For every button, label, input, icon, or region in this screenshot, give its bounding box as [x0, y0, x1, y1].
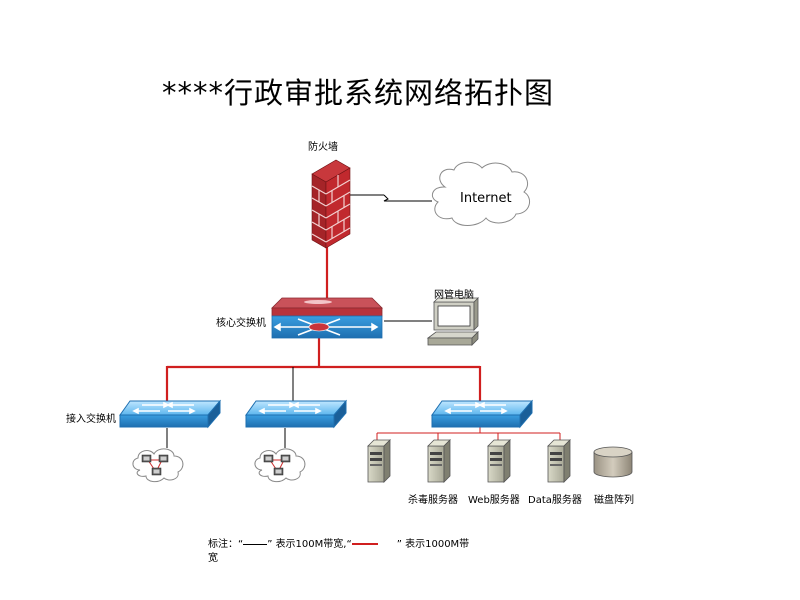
access-switch-icon — [245, 400, 347, 428]
server-switch-icon — [431, 400, 533, 428]
legend-100m-line-sample — [243, 544, 268, 545]
disk-array-icon — [593, 446, 633, 478]
legend-quote-open: “ — [346, 539, 352, 550]
diagram-title: ****行政审批系统网络拓扑图 — [162, 76, 555, 110]
management-pc-icon — [426, 297, 479, 346]
gigabit-links — [165, 246, 482, 402]
data-server-label: Data服务器 — [528, 495, 582, 506]
legend: 标注：“” 表示100M带宽,“ ” 表示1000M带 宽 — [208, 538, 488, 566]
legend-1000m-line-sample — [351, 543, 378, 545]
legend-prefix: 标注： — [208, 539, 238, 550]
fast-links — [166, 194, 432, 448]
internet-cloud-icon — [431, 161, 531, 226]
firewall-icon — [311, 159, 351, 249]
server-links — [376, 427, 561, 440]
antivirus-server-icon — [367, 439, 391, 483]
access-switch-label: 接入交换机 — [66, 414, 116, 425]
web-server-label: Web服务器 — [468, 495, 520, 506]
core-switch-label: 核心交换机 — [216, 318, 266, 329]
legend-1000m-text: 表示1000M带 — [405, 539, 470, 550]
access-switch-icon — [119, 400, 221, 428]
disk-array-label: 磁盘阵列 — [594, 495, 634, 506]
legend-quote-open: “ — [238, 539, 244, 550]
legend-wrap-text: 宽 — [208, 553, 218, 564]
internet-label: Internet — [460, 191, 512, 206]
server-icon — [547, 439, 571, 483]
client-group-icon — [132, 448, 184, 483]
management-pc-label: 网管电脑 — [434, 290, 474, 301]
client-group-icon — [254, 448, 306, 483]
firewall-label: 防火墙 — [308, 142, 338, 153]
core-switch-icon — [271, 297, 383, 339]
legend-quote-close: ” — [396, 539, 402, 550]
web-server-icon — [427, 439, 451, 483]
data-server-icon — [487, 439, 511, 483]
legend-100m-text: 表示100M带宽, — [275, 539, 347, 550]
legend-quote-close: ” — [267, 539, 273, 550]
antivirus-server-label: 杀毒服务器 — [408, 495, 458, 506]
